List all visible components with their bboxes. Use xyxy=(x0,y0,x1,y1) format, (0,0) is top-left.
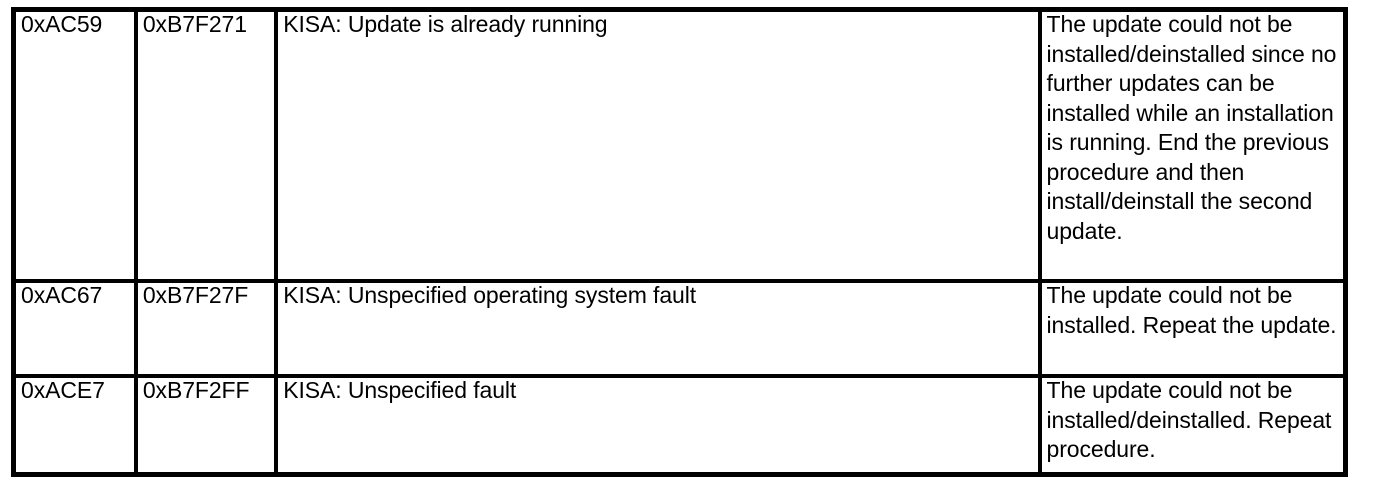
cell-error-code-hex: 0xAC59 xyxy=(13,9,138,283)
error-code-hex-value: 0xAC59 xyxy=(21,11,103,37)
message-value: KISA: Unspecified operating system fault xyxy=(283,282,697,308)
cell-description: The update could not be installed/deinst… xyxy=(1039,9,1346,283)
cell-alternate-code-hex: 0xB7F27F xyxy=(135,281,279,378)
cell-message: KISA: Unspecified fault xyxy=(276,376,1042,475)
cell-error-code-hex: 0xAC67 xyxy=(13,281,138,378)
description-value: The update could not be installed/deinst… xyxy=(1046,11,1337,244)
cell-description: The update could not be installed/deinst… xyxy=(1039,376,1346,475)
table-row: 0xACE7 0xB7F2FF KISA: Unspecified fault … xyxy=(13,376,1346,475)
table-row: 0xAC67 0xB7F27F KISA: Unspecified operat… xyxy=(13,281,1346,378)
cell-error-code-hex: 0xACE7 xyxy=(13,376,138,475)
description-value: The update could not be installed/deinst… xyxy=(1046,377,1332,462)
description-value: The update could not be installed. Repea… xyxy=(1046,282,1337,338)
message-value: KISA: Update is already running xyxy=(283,11,608,37)
cell-message: KISA: Update is already running xyxy=(276,9,1042,283)
alternate-code-hex-value: 0xB7F271 xyxy=(142,11,247,37)
message-value: KISA: Unspecified fault xyxy=(283,377,517,403)
cell-alternate-code-hex: 0xB7F2FF xyxy=(135,376,279,475)
error-code-hex-value: 0xACE7 xyxy=(21,377,105,403)
error-code-hex-value: 0xAC67 xyxy=(21,282,103,308)
table-row: 0xAC59 0xB7F271 KISA: Update is already … xyxy=(13,9,1346,283)
alternate-code-hex-value: 0xB7F27F xyxy=(142,282,249,308)
alternate-code-hex-value: 0xB7F2FF xyxy=(142,377,250,403)
cell-description: The update could not be installed. Repea… xyxy=(1039,281,1346,378)
cell-alternate-code-hex: 0xB7F271 xyxy=(135,9,279,283)
error-code-table: 0xAC59 0xB7F271 KISA: Update is already … xyxy=(11,7,1348,477)
cell-message: KISA: Unspecified operating system fault xyxy=(276,281,1042,378)
